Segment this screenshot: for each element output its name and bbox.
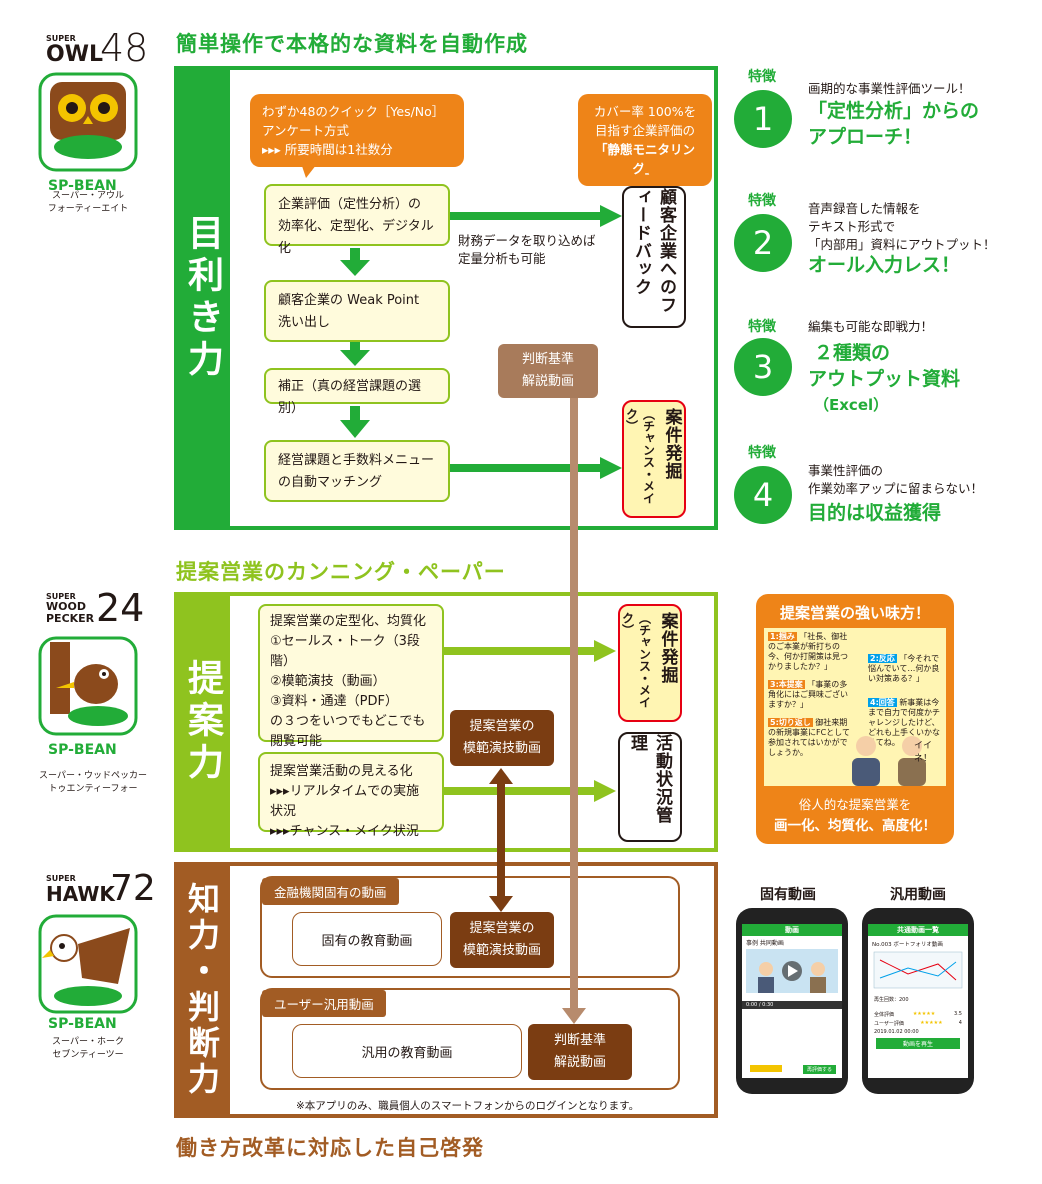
step-3-box: 補正（真の経営課題の選別）: [264, 368, 450, 416]
finance-note: 財務データを取り込めば定量分析も可能: [458, 233, 596, 266]
ally-nice: イイネ！: [914, 741, 933, 764]
logo-woodpecker: SUPER WOOD PECKER 24 SP-BEAN: [38, 582, 158, 772]
feature1-highlight: 「定性分析」からのアプローチ！: [808, 100, 980, 148]
salespeople-icon: [852, 736, 926, 786]
logo-owl-caption: スーパー・アウルフォーティーエイト: [47, 191, 129, 214]
logo-owl: SUPER OWL 48 SP-BEAN: [38, 20, 158, 210]
deal-box-1: 案件発掘 （チャンス・メイク）: [622, 400, 686, 518]
feature3-number: 3: [734, 338, 792, 396]
feature2-number: 2: [734, 214, 792, 272]
step-4-box: 経営課題と手数料メニューの自動マッチング: [264, 440, 450, 502]
feature4-number: 4: [734, 466, 792, 524]
phone-right-label: 汎用動画: [890, 887, 946, 903]
ally-step-3: 3:本提案 「事業の多角化にはご興味ございますか？」: [768, 680, 848, 709]
feature3-highlight: ２種類のアウトプット資料（Excel）: [808, 342, 961, 414]
feature4-highlight: 目的は収益獲得: [808, 502, 942, 524]
bubble-left-tail: [300, 160, 320, 178]
heading-section2: 提案営業のカンニング・ペーパー: [176, 560, 506, 584]
phone-left-screen: 動画 事例 共同動画 0:00 / 0:30 再評価する: [742, 924, 842, 1078]
general-video-box[interactable]: 汎用の教育動画: [292, 1024, 522, 1078]
woodpecker-icon: [38, 636, 138, 736]
section1-band: 目利き力: [174, 66, 230, 530]
logo-woodpecker-caption: スーパー・ウッドペッカートゥエンティーフォー: [39, 771, 147, 794]
ally-panel: 提案営業の強い味方！ 1:掴み 「社長、御社のご本業が新打ちの今、何か打開策は見…: [756, 594, 954, 844]
criteria-video-box-1: 判断基準解説動画: [498, 344, 598, 398]
left-rate-button[interactable]: 再評価する: [802, 1065, 836, 1074]
heading-section3: 働き方改革に対応した自己啓発: [176, 1136, 484, 1160]
feature3-label: 特徴: [748, 319, 776, 335]
ally-title: 提案営業の強い味方！: [779, 604, 930, 622]
feature4-label: 特徴: [748, 445, 776, 461]
arrow-to-deal-2: [444, 640, 616, 662]
phone-right-screen: 共通動画一覧 No.003 ボートフォリオ動画 再生回数：200 全体評価★★★…: [868, 924, 968, 1078]
section3-band: 知力・判断力: [174, 862, 230, 1118]
model-video-box-1: 提案営業の模範演技動画: [450, 710, 554, 766]
activity-box: 活動状況管理: [618, 732, 682, 842]
ally-step-4: 4:回答 新事業は今まで自力で何度かチャレンジしたけど、どれも上手くいかなくてね…: [868, 698, 940, 747]
hawk-icon: [38, 914, 138, 1014]
ally-scene: 1:掴み 「社長、御社のご本業が新打ちの今、何か打開策は見つかりましたか？」 2…: [764, 628, 946, 786]
logo-owl-brand: SP-BEAN: [48, 178, 117, 194]
play-video-button[interactable]: 動画を再生: [876, 1038, 960, 1049]
phone-left-label: 固有動画: [760, 887, 816, 903]
chart-thumbnail: [873, 951, 963, 989]
ally-step-2: 2:反応 「今それで悩んでいて…何か良い対策ある？」: [868, 654, 940, 683]
card-user-video: [260, 988, 680, 1090]
logo-owl-num: 48: [100, 26, 149, 70]
phone-left: 動画 事例 共同動画 0:00 / 0:30 再評価する: [736, 908, 848, 1094]
ally-step-5: 5:切り返し 御社来期の新規事業にFCとして参加されてはいかがでしょうか。: [768, 718, 850, 757]
section2-band: 提案力: [174, 592, 230, 852]
arrow-to-feedback: [450, 205, 622, 227]
heading-section1: 簡単操作で本格的な資料を自動作成: [176, 32, 528, 56]
feedback-box: 顧客企業へのフィードバック: [622, 186, 686, 328]
deal-box-2: 案件発掘 （チャンス・メイク）: [618, 604, 682, 722]
arrow-to-deal: [450, 457, 622, 479]
bubble-right: カバー率 100%を目指す企業評価の「静態モニタリング」: [578, 94, 712, 186]
inherent-video-box[interactable]: 固有の教育動画: [292, 912, 442, 966]
ally-step-1: 1:掴み 「社長、御社のご本業が新打ちの今、何か打開策は見つかりましたか？」: [768, 632, 848, 671]
down-arrows: [340, 248, 370, 438]
logo-hawk: SUPER HAWK 72 SP-BEAN: [38, 866, 158, 1056]
card1-tag: 金融機関固有の動画: [262, 878, 399, 905]
feature2-label: 特徴: [748, 193, 776, 209]
logo-hawk-caption: スーパー・ホークセブンティーツー: [52, 1037, 124, 1060]
bubble-right-tail: [640, 158, 660, 176]
star-rating-left: [750, 1065, 782, 1072]
phone-right: 共通動画一覧 No.003 ボートフォリオ動画 再生回数：200 全体評価★★★…: [862, 908, 974, 1094]
arrow-to-activity: [444, 780, 616, 802]
model-video-box-2[interactable]: 提案営業の模範演技動画: [450, 912, 554, 968]
feature1-number: 1: [734, 90, 792, 148]
logo-owl-super: SUPER: [46, 34, 76, 43]
owl-icon: [38, 72, 138, 172]
play-icon: [788, 965, 798, 977]
logo-woodpecker-num: 24: [96, 586, 145, 630]
video-player[interactable]: [742, 949, 842, 997]
logo-owl-name: OWL: [46, 42, 103, 67]
bubble-left: わずか48のクイック［Yes/No］アンケート方式▸▸▸ 所要時間は1社数分: [250, 94, 464, 167]
card-institution-video: [260, 876, 680, 978]
feature2-highlight: オール入力レス！: [808, 254, 961, 276]
step-1-box: 企業評価（定性分析）の効率化、定型化、デジタル化: [264, 184, 450, 256]
sales-visualize-box: 提案営業活動の見える化▸▸▸リアルタイムでの実施状況▸▸▸チャンス・メイク状況: [258, 752, 444, 839]
section3-note: ※本アプリのみ、職員個人のスマートフォンからのログインとなります。: [296, 1100, 640, 1112]
feature1-label: 特徴: [748, 69, 776, 85]
criteria-video-box-2[interactable]: 判断基準解説動画: [528, 1024, 632, 1080]
card2-tag: ユーザー汎用動画: [262, 990, 386, 1017]
